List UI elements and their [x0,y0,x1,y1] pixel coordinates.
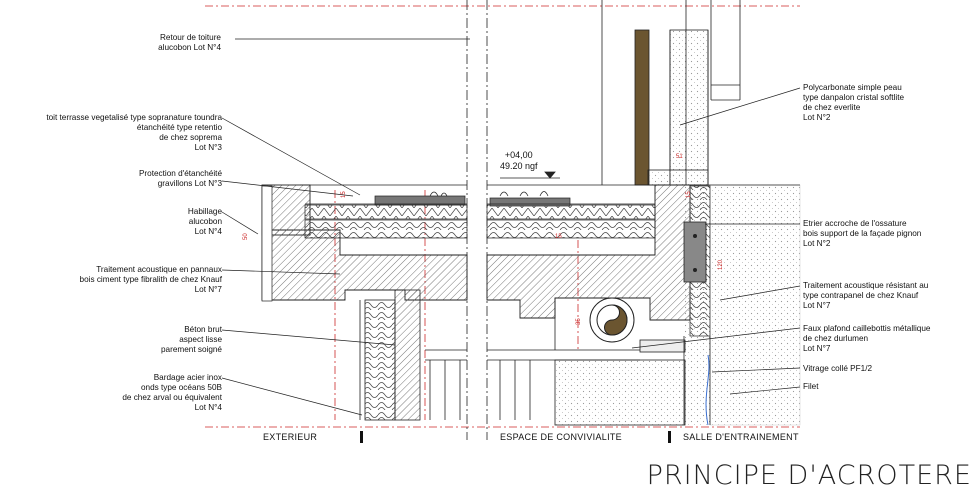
annotation-traitement-acoustique-droite: Traitement acoustique résistant au type … [803,281,929,310]
break-lines [466,0,488,440]
dim-6: 35 [576,318,582,325]
drawing-title: PRINCIPE D'ACROTERE [646,460,972,491]
annotation-retour-toiture: Retour de toiture alucobon Lot N°4 [158,33,221,52]
zone-salle-entrainement: SALLE D'ENTRAINEMENT [683,432,799,442]
dim-4: 15 [686,191,692,198]
annotation-etrier: Etrier accroche de l'ossature bois suppo… [803,219,922,248]
blue-cable [705,354,710,426]
annotation-filet: Filet [803,382,819,391]
zone-separators [360,431,671,443]
level-line-2: 49.20 ngf [500,161,538,171]
annotation-beton-brut: Béton brut aspect lisse parement soigné [161,325,222,354]
annotation-faux-plafond: Faux plafond caillebottis métallique de … [803,324,931,353]
leader-lines-left [221,38,470,416]
zone-exterieur: EXTERIEUR [263,432,318,442]
dim-2: 50 [243,233,249,240]
dimension-labels: 15 50 51 15 120 35 15 [243,154,724,325]
annotation-habillage: Habillage alucobon Lot N°4 [187,207,222,236]
annotation-toit-terrasse: toit terrasse vegetalisé type sopranatur… [46,113,222,152]
level-marker [500,171,560,179]
annotation-polycarbonate: Polycarbonate simple peau type danpalon … [803,83,905,122]
upper-facade [601,0,741,186]
ventilation-duct [589,297,635,343]
zone-espace-convivialite: ESPACE DE CONVIVIALITE [500,432,622,442]
wood-bracket [683,221,707,283]
annotation-bardage: Bardage acier inox onds type océans 50B … [122,373,222,412]
annotation-protection-etancheite: Protection d'étanchéité gravillons Lot N… [138,169,222,188]
right-lower [487,298,711,426]
leader-lines-right [631,87,801,395]
dim-1: 15 [341,191,347,198]
level-annotation: +04,00 49.20 ngf [500,150,538,172]
dim-7: 15 [555,234,562,240]
annotation-traitement-acoustique-gauche: Traitement acoustique en pannaux bois ci… [79,265,222,294]
green-roof [305,191,655,207]
dim-5: 120 [718,259,724,270]
level-line-1: +04,00 [504,150,533,160]
annotation-vitrage: Vitrage collé PF1/2 [803,364,873,373]
dim-3: 51 [676,154,683,160]
left-wall [359,289,467,421]
